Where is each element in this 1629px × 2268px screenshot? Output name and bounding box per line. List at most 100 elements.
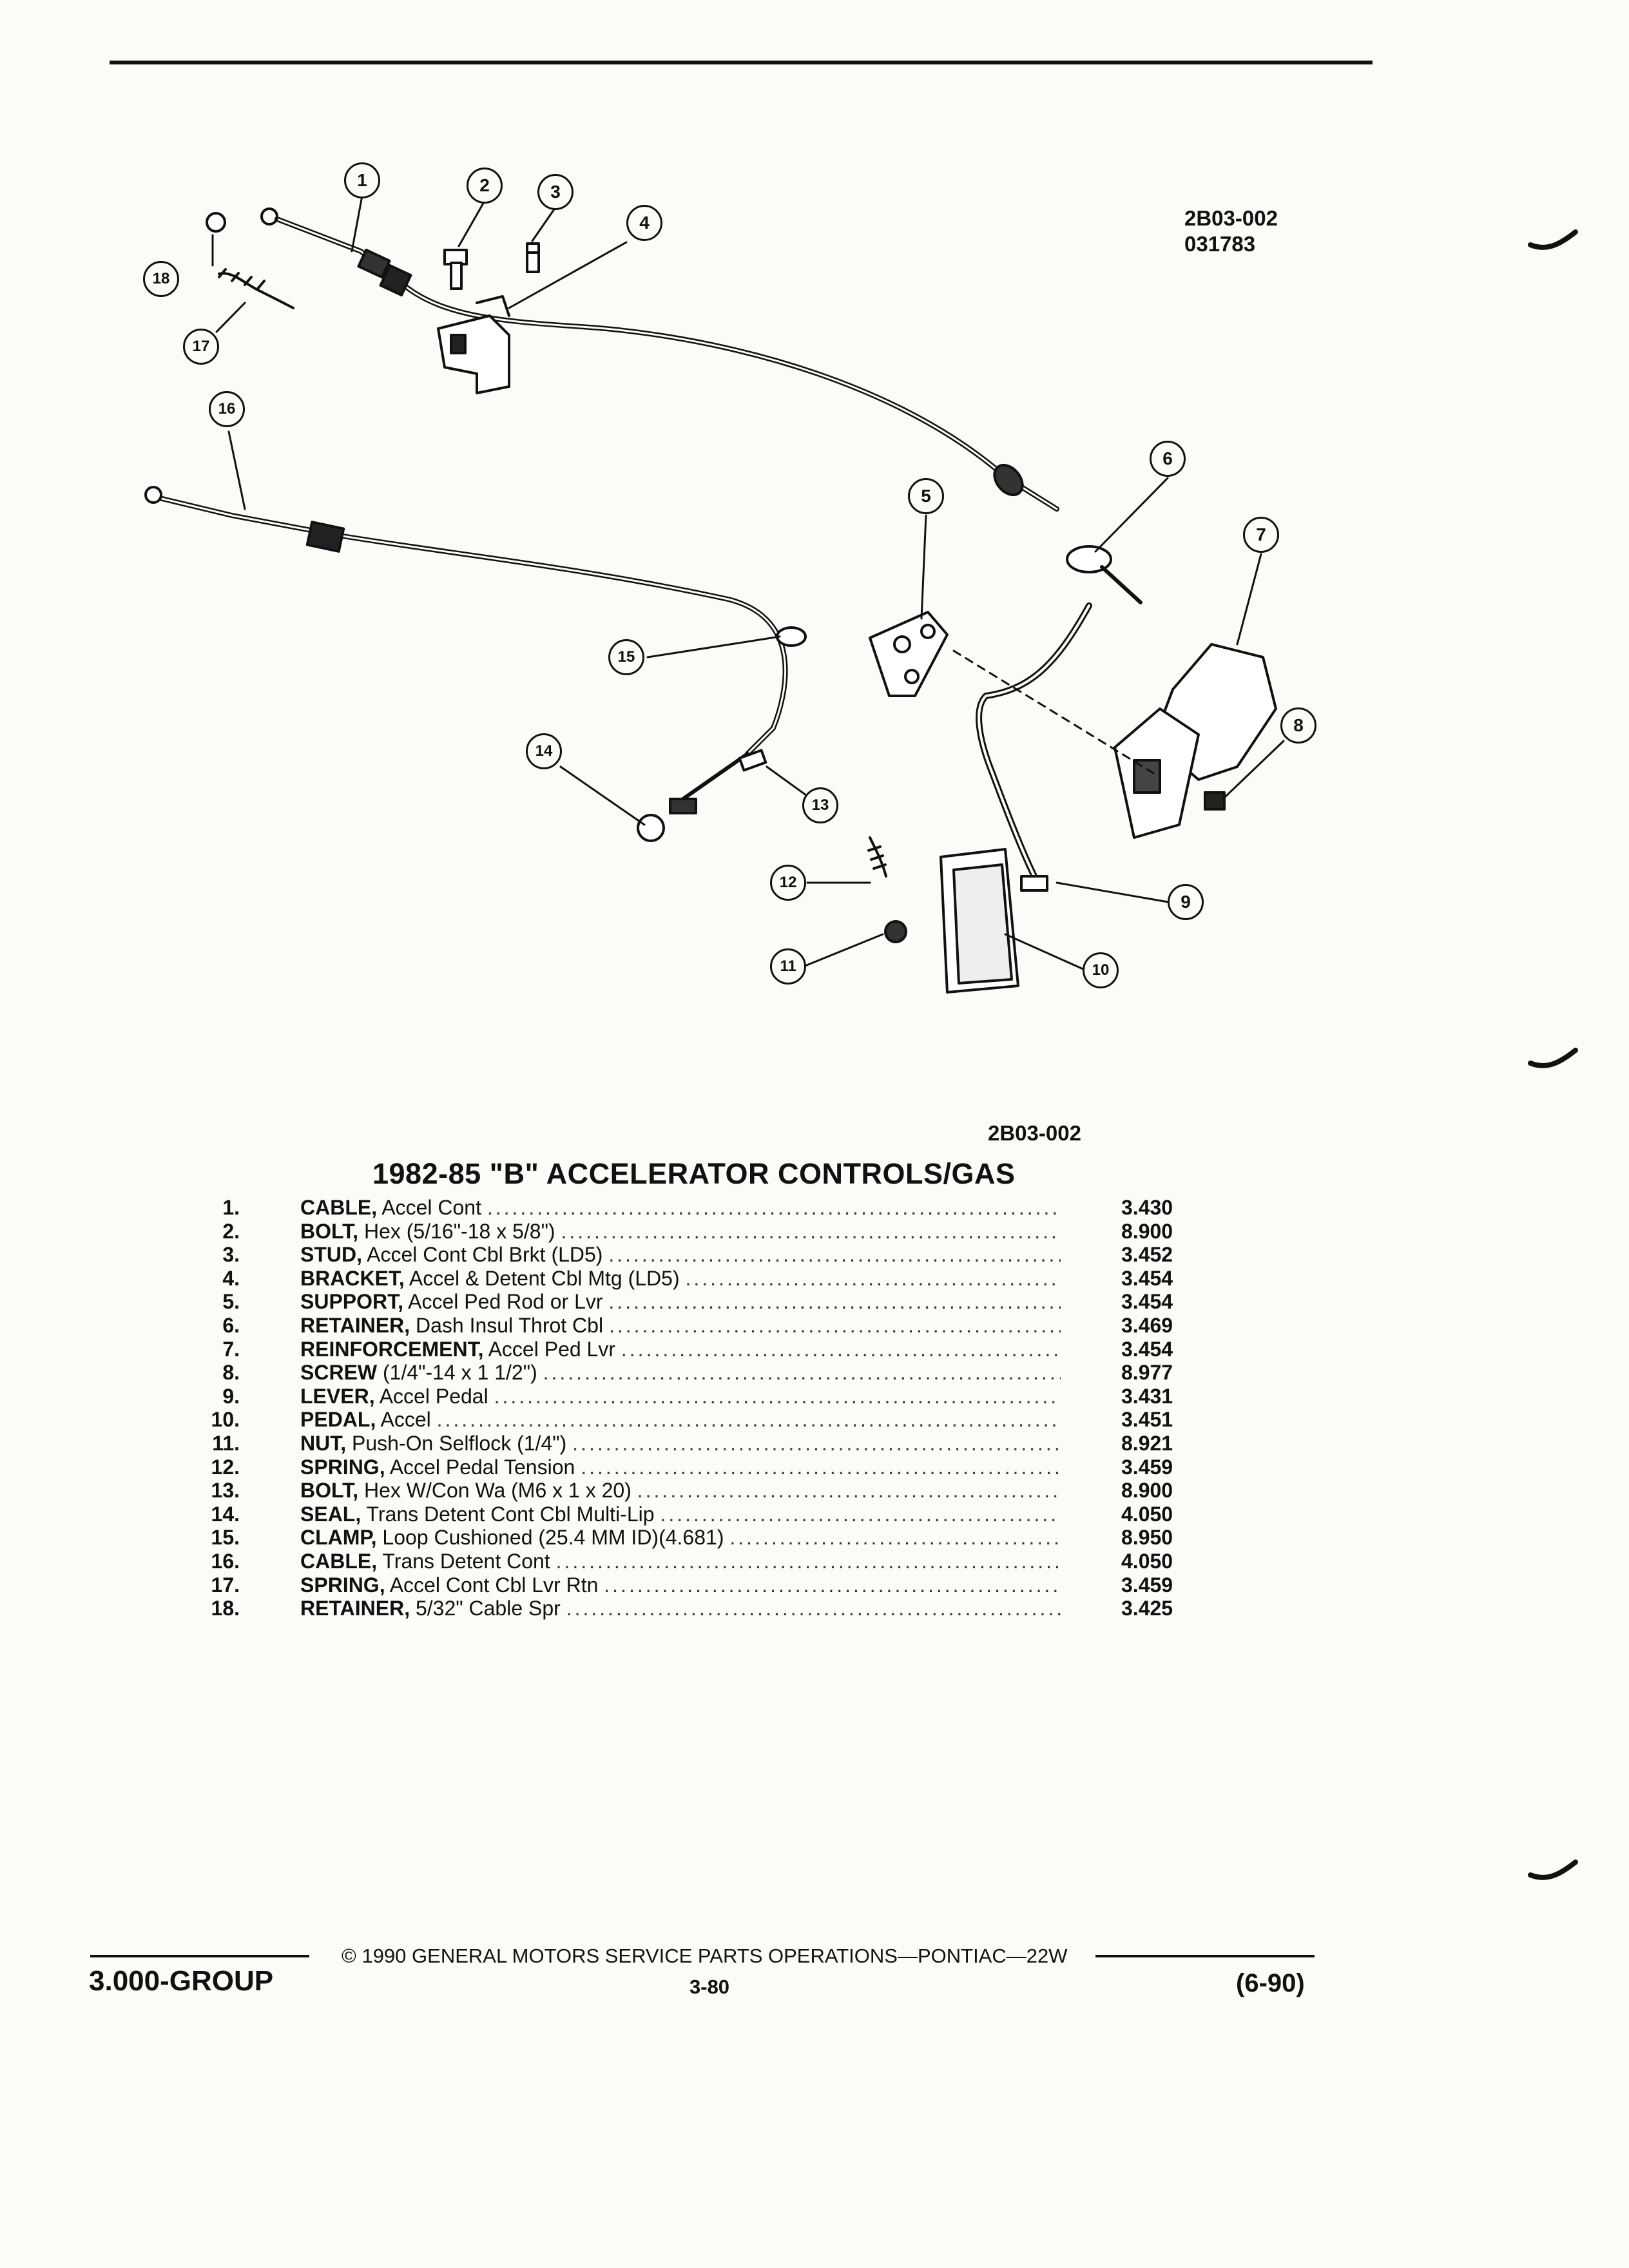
part-group-number: 3.454 (1121, 1266, 1173, 1290)
support-5 (869, 611, 949, 697)
part-number: 14. (211, 1502, 240, 1526)
parts-list: 1.CABLE, Accel Cont ....................… (187, 1196, 1205, 1620)
part-row: 16. CABLE, Trans Detent Cont ............… (187, 1550, 1205, 1573)
leader-dots: ........................................… (608, 1313, 1061, 1337)
part-detail: Accel & Detent Cbl Mtg (LD5) (409, 1266, 680, 1290)
callout-13: 13 (802, 787, 838, 823)
leader-dots: ........................................… (566, 1597, 1061, 1620)
part-row: 9.LEVER, Accel Pedal ...................… (187, 1385, 1205, 1408)
part-number: 13. (211, 1479, 240, 1503)
trans-detent-cable (144, 486, 788, 814)
part-row: 18.RETAINER, 5/32" Cable Spr ...........… (187, 1597, 1205, 1620)
part-name: PEDAL, (300, 1408, 376, 1432)
footer-rule-left (90, 1955, 309, 1957)
part-detail: Hex W/Con Wa (M6 x 1 x 20) (363, 1479, 631, 1503)
callout-15: 15 (608, 639, 644, 675)
bracket-4 (437, 295, 510, 394)
spring-17 (218, 268, 294, 309)
part-row: 4.BRACKET, Accel & Detent Cbl Mtg (LD5) … (187, 1267, 1205, 1291)
part-name: CLAMP, (300, 1526, 377, 1550)
part-detail: Accel Cont Cbl Brkt (LD5) (367, 1243, 603, 1267)
part-number: 2. (222, 1219, 240, 1243)
leader-dots: ........................................… (637, 1479, 1061, 1503)
part-detail: Trans Detent Cont (382, 1549, 550, 1573)
part-row: 5.SUPPORT, Accel Ped Rod or Lvr ........… (187, 1290, 1205, 1314)
part-name: SCREW (300, 1361, 378, 1385)
part-description: RETAINER, 5/32" Cable Spr ..............… (300, 1597, 1061, 1620)
footer-copyright: © 1990 GENERAL MOTORS SERVICE PARTS OPER… (342, 1945, 1068, 1967)
retainer-6 (1066, 545, 1112, 573)
part-number: 12. (211, 1455, 240, 1479)
part-detail: (1/4"-14 x 1 1/2") (383, 1361, 537, 1385)
callout-16: 16 (209, 391, 245, 427)
binder-mark (1528, 1048, 1578, 1068)
part-number: 5. (222, 1290, 240, 1314)
callout-1: 1 (344, 162, 380, 198)
part-description: SPRING, Accel Cont Cbl Lvr Rtn .........… (300, 1573, 1061, 1597)
footer-group: 3.000-GROUP (89, 1965, 274, 1997)
part-group-number: 3.454 (1121, 1337, 1173, 1361)
part-group-number: 3.431 (1121, 1384, 1173, 1408)
callout-9: 9 (1168, 884, 1204, 920)
callout-7: 7 (1243, 517, 1279, 553)
part-detail: Hex (5/16"-18 x 5/8") (363, 1219, 555, 1243)
reinforcement-7 (952, 643, 1277, 839)
part-description: SEAL, Trans Detent Cont Cbl Multi-Lip ..… (300, 1503, 1061, 1526)
accel-cable (260, 207, 1059, 512)
part-name: NUT, (300, 1431, 347, 1455)
part-group-number: 3.452 (1121, 1243, 1173, 1267)
part-number: 10. (211, 1408, 240, 1432)
leader-dots: ........................................… (621, 1337, 1061, 1361)
part-name: CABLE, (300, 1196, 378, 1219)
leader-dots: ........................................… (436, 1408, 1061, 1432)
part-number: 9. (222, 1384, 240, 1408)
part-detail: Trans Detent Cont Cbl Multi-Lip (366, 1502, 655, 1526)
callout-11: 11 (770, 948, 806, 985)
part-group-number: 4.050 (1121, 1502, 1173, 1526)
part-description: BRACKET, Accel & Detent Cbl Mtg (LD5) ..… (300, 1267, 1061, 1290)
part-number: 11. (212, 1431, 240, 1455)
part-name: REINFORCEMENT, (300, 1337, 484, 1361)
lever-9 (976, 565, 1142, 892)
part-description: BOLT, Hex W/Con Wa (M6 x 1 x 20) .......… (300, 1479, 1061, 1502)
leader-dots: ........................................… (494, 1384, 1061, 1408)
part-description: REINFORCEMENT, Accel Ped Lvr ...........… (300, 1338, 1061, 1361)
part-number: 3. (222, 1243, 240, 1267)
part-description: CABLE, Accel Cont ......................… (300, 1196, 1061, 1219)
clamp-15 (776, 626, 807, 647)
part-name: CABLE, (300, 1549, 378, 1573)
part-description: CABLE, Trans Detent Cont ...............… (300, 1550, 1061, 1573)
part-row: 13. BOLT, Hex W/Con Wa (M6 x 1 x 20) ....… (187, 1479, 1205, 1503)
part-description: SPRING, Accel Pedal Tension ............… (300, 1456, 1061, 1479)
top-rule (110, 61, 1373, 64)
part-group-number: 8.900 (1121, 1479, 1173, 1503)
part-group-number: 4.050 (1121, 1549, 1173, 1573)
part-name: SPRING, (300, 1455, 385, 1479)
part-number: 16. (211, 1549, 240, 1573)
leader-dots: ........................................… (555, 1549, 1061, 1573)
part-group-number: 3.459 (1121, 1455, 1173, 1479)
part-name: BOLT, (300, 1479, 359, 1503)
leader-dots: ........................................… (608, 1290, 1061, 1314)
part-detail: Accel Cont (381, 1196, 481, 1219)
seal-14 (637, 814, 665, 842)
part-description: RETAINER, Dash Insul Throt Cbl .........… (300, 1314, 1061, 1337)
part-row: 11.NUT, Push-On Selflock (1/4") ........… (187, 1432, 1205, 1456)
part-row: 14. SEAL, Trans Detent Cont Cbl Multi-Lip… (187, 1503, 1205, 1526)
part-group-number: 3.454 (1121, 1290, 1173, 1314)
part-name: BOLT, (300, 1219, 359, 1243)
part-number: 15. (211, 1526, 240, 1550)
part-group-number: 3.459 (1121, 1573, 1173, 1597)
part-row: 1.CABLE, Accel Cont ....................… (187, 1196, 1205, 1220)
part-description: PEDAL, Accel ...........................… (300, 1408, 1061, 1431)
title-figure-code: 2B03-002 (988, 1121, 1081, 1145)
part-name: SEAL, (300, 1502, 361, 1526)
part-row: 15.CLAMP, Loop Cushioned (25.4 MM ID)(4.… (187, 1526, 1205, 1550)
leader-dots: ........................................… (487, 1196, 1061, 1219)
footer-page-number: 3-80 (689, 1975, 730, 1998)
accelerator-controls-diagram (144, 195, 1285, 994)
stud-3 (526, 242, 540, 273)
part-group-number: 8.977 (1121, 1361, 1173, 1385)
bolt-13 (738, 749, 767, 772)
callout-4: 4 (626, 205, 662, 241)
